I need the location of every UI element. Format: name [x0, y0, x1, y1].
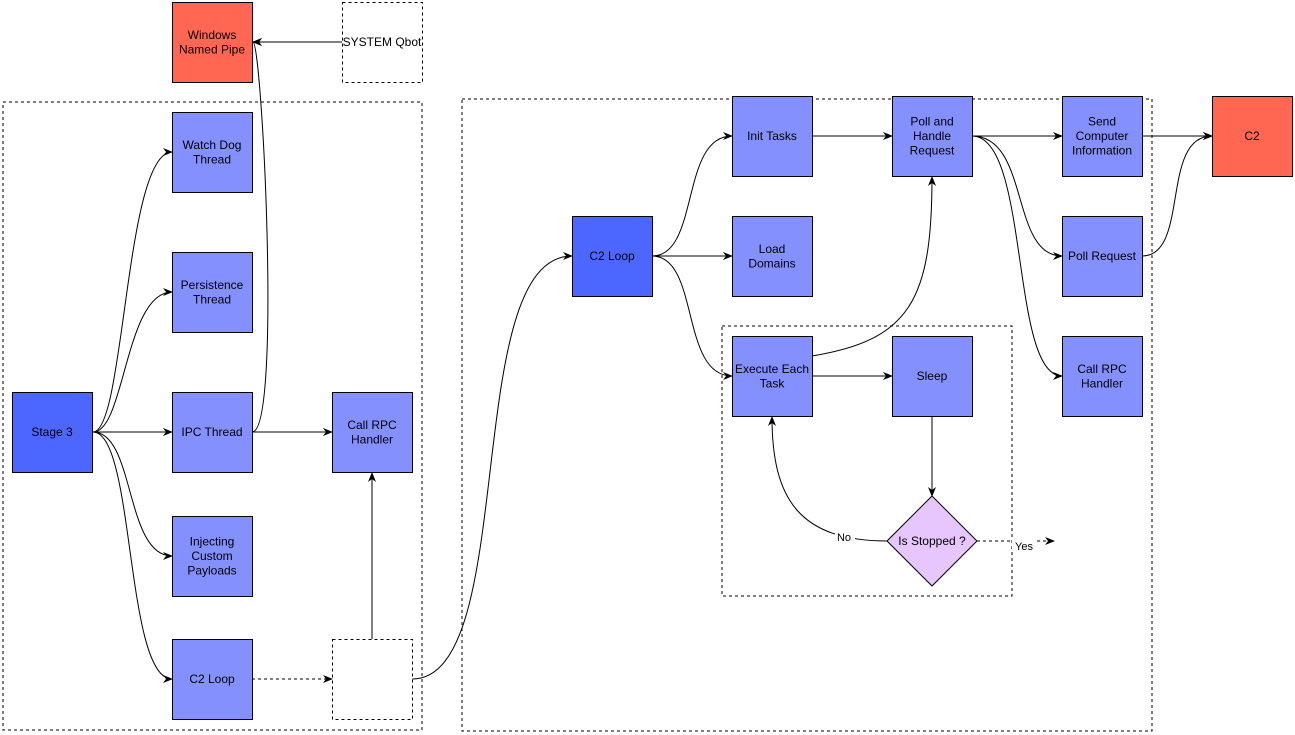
- node-label-line: Call RPC: [347, 418, 397, 432]
- node-box: [172, 639, 253, 720]
- node-label-line: Init Tasks: [747, 129, 797, 143]
- node-system-qbot: SYSTEM Qbot: [342, 2, 423, 83]
- node-box: [892, 336, 973, 417]
- edge-stage3-c2loop: [92, 431, 173, 683]
- edge-ipc-named-pipe: [251, 38, 269, 433]
- node-label-line: Payloads: [187, 564, 236, 578]
- node-box: [892, 96, 973, 177]
- node-ipc-thread: IPC Thread: [172, 392, 253, 473]
- node-box: [732, 336, 813, 417]
- node-label-line: Poll and: [910, 115, 953, 129]
- edge-label-yes: Yes: [1015, 541, 1033, 553]
- node-label-line: Injecting: [190, 535, 235, 549]
- group-stage3: [2, 101, 423, 731]
- node-label-line: Computer: [1076, 129, 1129, 143]
- node-label-line: Sleep: [917, 369, 948, 383]
- node-label-line: Information: [1072, 144, 1132, 158]
- node-label-line: SYSTEM Qbot: [343, 35, 422, 49]
- node-label-line: Persistence: [181, 278, 244, 292]
- edge-stopped-no: [768, 416, 889, 542]
- edge-poll-rpc: [971, 135, 1063, 380]
- node-c2: C2: [1212, 96, 1293, 177]
- node-sleep: Sleep: [892, 336, 973, 417]
- node-label-line: Thread: [193, 152, 231, 166]
- node-c2-loop-left: C2 Loop: [172, 639, 253, 720]
- node-label-line: Poll Request: [1068, 249, 1137, 263]
- node-box: [12, 392, 93, 473]
- node-label-line: Watch Dog: [183, 138, 242, 152]
- node-stage3: Stage 3: [12, 392, 93, 473]
- edge-poll-pollrequest: [971, 135, 1063, 260]
- node-box: [1062, 336, 1143, 417]
- label-bg-no: [835, 530, 855, 544]
- node-label-line: Execute Each: [735, 362, 809, 376]
- node-label-line: C2 Loop: [589, 249, 635, 263]
- node-c2-loop-main: C2 Loop: [572, 216, 653, 297]
- edge-pollrequest-c2: [1141, 132, 1213, 257]
- group-task-loop: [721, 325, 1013, 597]
- node-label-line: Domains: [748, 256, 795, 270]
- edge-stage3-injecting: [92, 431, 173, 560]
- edge-stage3-persistence: [92, 288, 173, 433]
- node-box: [332, 639, 413, 720]
- decision-diamond: [886, 495, 978, 587]
- node-label-line: C2: [1244, 129, 1260, 143]
- node-box: [172, 516, 253, 597]
- node-box: [732, 216, 813, 297]
- node-box: [1062, 216, 1143, 297]
- label-bg-yes: [1012, 538, 1036, 552]
- node-empty-box: [332, 639, 413, 720]
- node-label-line: Request: [910, 144, 955, 158]
- node-label-line: Is Stopped ?: [898, 534, 966, 548]
- node-label-line: Call RPC: [1077, 362, 1127, 376]
- edge-c2main-init: [651, 132, 733, 257]
- edge-stage3-watchdog: [92, 148, 173, 433]
- node-box: [572, 216, 653, 297]
- edge-empty-c2main: [411, 252, 573, 680]
- node-label-line: Handler: [351, 432, 393, 446]
- node-label-line: C2 Loop: [189, 672, 235, 686]
- node-box: [172, 2, 253, 83]
- node-box: [342, 2, 423, 83]
- node-label-line: Handle: [913, 129, 951, 143]
- node-box: [732, 96, 813, 177]
- node-box: [1212, 96, 1293, 177]
- node-box: [172, 392, 253, 473]
- node-label-line: Named Pipe: [179, 42, 245, 56]
- node-box: [332, 392, 413, 473]
- edge-execute-poll: [811, 176, 936, 357]
- node-box: [172, 112, 253, 193]
- node-box: [1062, 96, 1143, 177]
- edges: [92, 38, 1213, 683]
- node-label-line: Thread: [193, 292, 231, 306]
- node-label-line: Send: [1088, 115, 1116, 129]
- edge-label-no: No: [837, 532, 851, 544]
- node-poll-request: Poll Request: [1062, 216, 1143, 297]
- node-box: [172, 252, 253, 333]
- node-label-line: Custom: [191, 549, 232, 563]
- node-init-tasks: Init Tasks: [732, 96, 813, 177]
- node-label-line: Task: [760, 376, 786, 390]
- node-label-line: Handler: [1081, 376, 1123, 390]
- edge-c2main-execute: [651, 255, 733, 380]
- node-label-line: IPC Thread: [181, 425, 242, 439]
- node-is-stopped: Is Stopped ?: [886, 495, 978, 587]
- node-label-line: Load: [759, 242, 786, 256]
- node-label-line: Windows: [188, 28, 237, 42]
- node-label-line: Stage 3: [31, 425, 73, 439]
